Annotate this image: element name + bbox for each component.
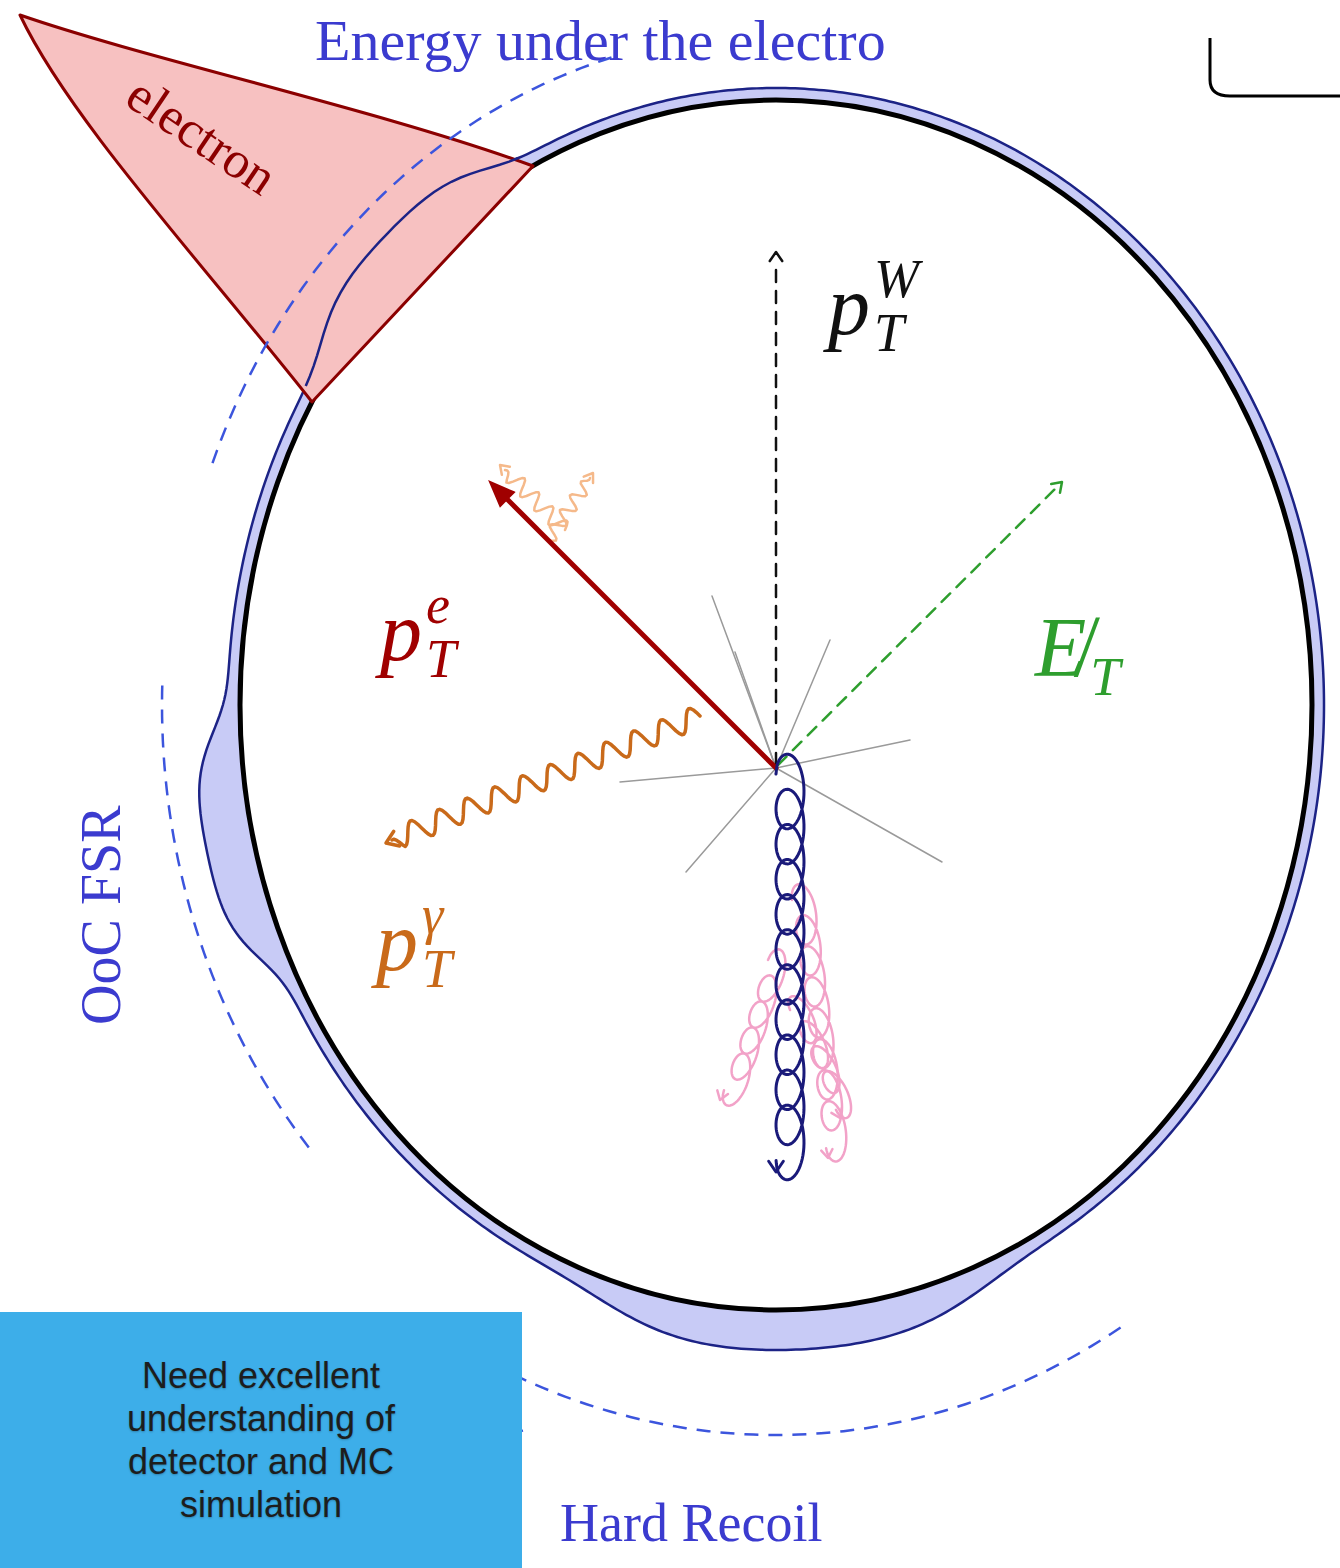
region-label: Hard Recoil <box>560 1492 822 1554</box>
symbol-main: p <box>376 900 418 984</box>
fsr-photon-head <box>386 831 400 846</box>
soft-photon <box>505 470 568 530</box>
subscript: T <box>422 942 452 996</box>
index-stack: T <box>1090 592 1120 704</box>
jet-activity-line <box>686 768 776 872</box>
note-box: Need excellent understanding of detector… <box>0 1312 522 1568</box>
w-momentum-line <box>775 262 778 765</box>
symbol-main: p <box>380 590 422 674</box>
recoil-gluon-head <box>769 1161 784 1172</box>
symbol-main: E̸ <box>1035 606 1086 690</box>
superscript: e <box>426 578 456 632</box>
met-symbol: E̸T <box>1035 592 1120 704</box>
particle-tracks <box>386 252 1062 1180</box>
note-text: Need excellent understanding of detector… <box>61 1354 461 1527</box>
subscript: T <box>1090 650 1120 704</box>
heading-note: Energy under the electro <box>315 8 886 75</box>
jet-activity-line <box>776 740 910 768</box>
region-label: OoC FSR <box>68 805 132 1024</box>
superscript: W <box>874 252 919 306</box>
band-edge <box>306 158 519 386</box>
index-stack: γT <box>422 888 452 996</box>
index-stack: WT <box>874 252 919 360</box>
electron-momentum-symbol: peT <box>380 578 456 686</box>
met-head <box>1051 482 1062 493</box>
recoil-region-arc <box>512 1327 1120 1435</box>
photon-momentum-symbol: pγT <box>376 888 452 996</box>
fsr-region-arc <box>162 681 309 1148</box>
soft-photon-head <box>500 465 510 475</box>
recoil-gluon <box>776 754 804 1179</box>
symbol-main: p <box>828 264 870 348</box>
soft-gluon-head <box>717 1090 728 1100</box>
soft-photon-head <box>584 473 593 483</box>
w-momentum-head <box>770 252 782 261</box>
subscript: T <box>426 632 456 686</box>
superscript: γ <box>422 888 452 942</box>
soft-gluon-head <box>821 1149 832 1158</box>
lobe-shape <box>20 15 533 402</box>
electron-track <box>505 497 776 768</box>
soft-photon <box>548 478 590 541</box>
electron-region-arc <box>209 58 611 473</box>
jet-activity-line <box>620 768 776 782</box>
fsr-photon <box>392 709 700 847</box>
bracket-line <box>1210 38 1340 96</box>
w-momentum-symbol: pWT <box>828 252 919 360</box>
soft-gluon-head <box>831 1108 841 1118</box>
electron-arrowhead <box>490 482 514 506</box>
jet-activity-line <box>712 596 776 768</box>
jet-activity-line <box>776 640 830 768</box>
met-line <box>778 489 1055 765</box>
index-stack: eT <box>426 578 456 686</box>
subscript: T <box>874 306 919 360</box>
